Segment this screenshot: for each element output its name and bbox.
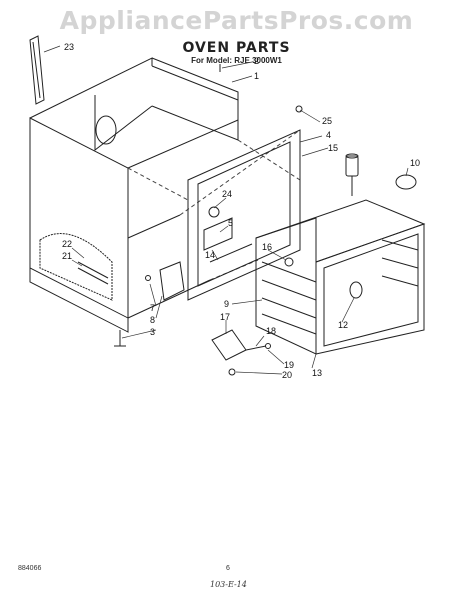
part-22-insulation (39, 233, 113, 301)
part-4-front-frame (187, 129, 301, 301)
part-label-9: 9 (224, 299, 229, 309)
part-label-16: 16 (262, 242, 272, 252)
part-19-clip (265, 343, 271, 349)
part-label-3: 3 (150, 327, 155, 337)
part-label-10: 10 (410, 158, 420, 168)
part-25-screw (295, 105, 303, 113)
part-15-socket (345, 155, 359, 177)
part-10-knob (395, 174, 417, 190)
part-label-14: 14 (205, 250, 215, 260)
cabinet-floor (127, 279, 211, 319)
part-label-13: 13 (312, 368, 322, 378)
rack-runner-2 (381, 257, 419, 269)
part-20-screw (228, 368, 236, 376)
cabinet-top-right (151, 57, 239, 100)
part-label-21: 21 (62, 251, 72, 261)
part-16-socket (284, 257, 294, 267)
part-label-8: 8 (150, 315, 155, 325)
part-number-labels: 23 2 1 25 4 15 10 24 5 14 22 21 16 7 8 3… (62, 42, 420, 380)
cabinet-rear-rail (127, 119, 239, 169)
oven-opening (323, 233, 419, 347)
part-24-fastener (208, 206, 220, 218)
oven-liner-front (255, 217, 317, 355)
part-23-trim-edge (32, 41, 41, 99)
part-21-clip-b (77, 267, 109, 285)
part-label-7: 7 (150, 303, 155, 313)
rack-runner-3 (381, 275, 419, 287)
liner-shelf-3 (261, 297, 317, 319)
cabinet-bottom-edge (29, 268, 129, 333)
part-12-light-hole (349, 281, 363, 299)
diagram-title: OVEN PARTS (182, 40, 291, 56)
part-5-bracket (203, 217, 233, 251)
part-label-23: 23 (64, 42, 74, 52)
part-label-12: 12 (338, 320, 348, 330)
part-label-19: 19 (284, 360, 294, 370)
page-number: 6 (226, 565, 230, 572)
document-code: 884066 (18, 565, 42, 572)
part-label-2: 2 (254, 56, 259, 66)
cabinet-left-inner (94, 95, 153, 152)
handwritten-note: 103-E-14 (210, 580, 247, 589)
part-3-leg (114, 330, 126, 347)
part-21-clip (77, 261, 109, 279)
part-label-17: 17 (220, 312, 230, 322)
part-17-thermostat (211, 329, 247, 361)
oven-liner-right (315, 223, 425, 355)
part-14-rail (209, 243, 253, 263)
oven-liner-top (255, 199, 426, 263)
part-label-22: 22 (62, 239, 72, 249)
part-15-socket-top (345, 153, 359, 159)
part-label-18: 18 (266, 326, 276, 336)
liner-shelf-2 (261, 279, 317, 301)
liner-shelf-1 (261, 261, 317, 283)
cabinet-front (29, 117, 129, 319)
part-label-4: 4 (326, 130, 331, 140)
part-label-24: 24 (222, 189, 232, 199)
diagram-subtitle: For Model: RJE 3000W1 (191, 56, 282, 65)
cabinet-back (151, 65, 239, 141)
part-label-25: 25 (322, 116, 332, 126)
liner-shelf-4 (261, 313, 317, 335)
part-8-screw (145, 275, 151, 281)
part-23-trim (29, 35, 45, 105)
part-4-front-frame-inner (197, 141, 291, 287)
part-label-5: 5 (228, 218, 233, 228)
part-label-15: 15 (328, 143, 338, 153)
cabinet-top-left (29, 57, 153, 119)
cabinet-side-opening (95, 115, 117, 145)
part-18-lead (245, 345, 267, 351)
watermark: AppliancePartsPros.com (59, 6, 414, 35)
cabinet-floor-back (127, 214, 181, 239)
part-label-1: 1 (254, 71, 259, 81)
part-7-bracket (159, 261, 185, 301)
part-label-20: 20 (282, 370, 292, 380)
rack-runner-1 (381, 239, 419, 251)
